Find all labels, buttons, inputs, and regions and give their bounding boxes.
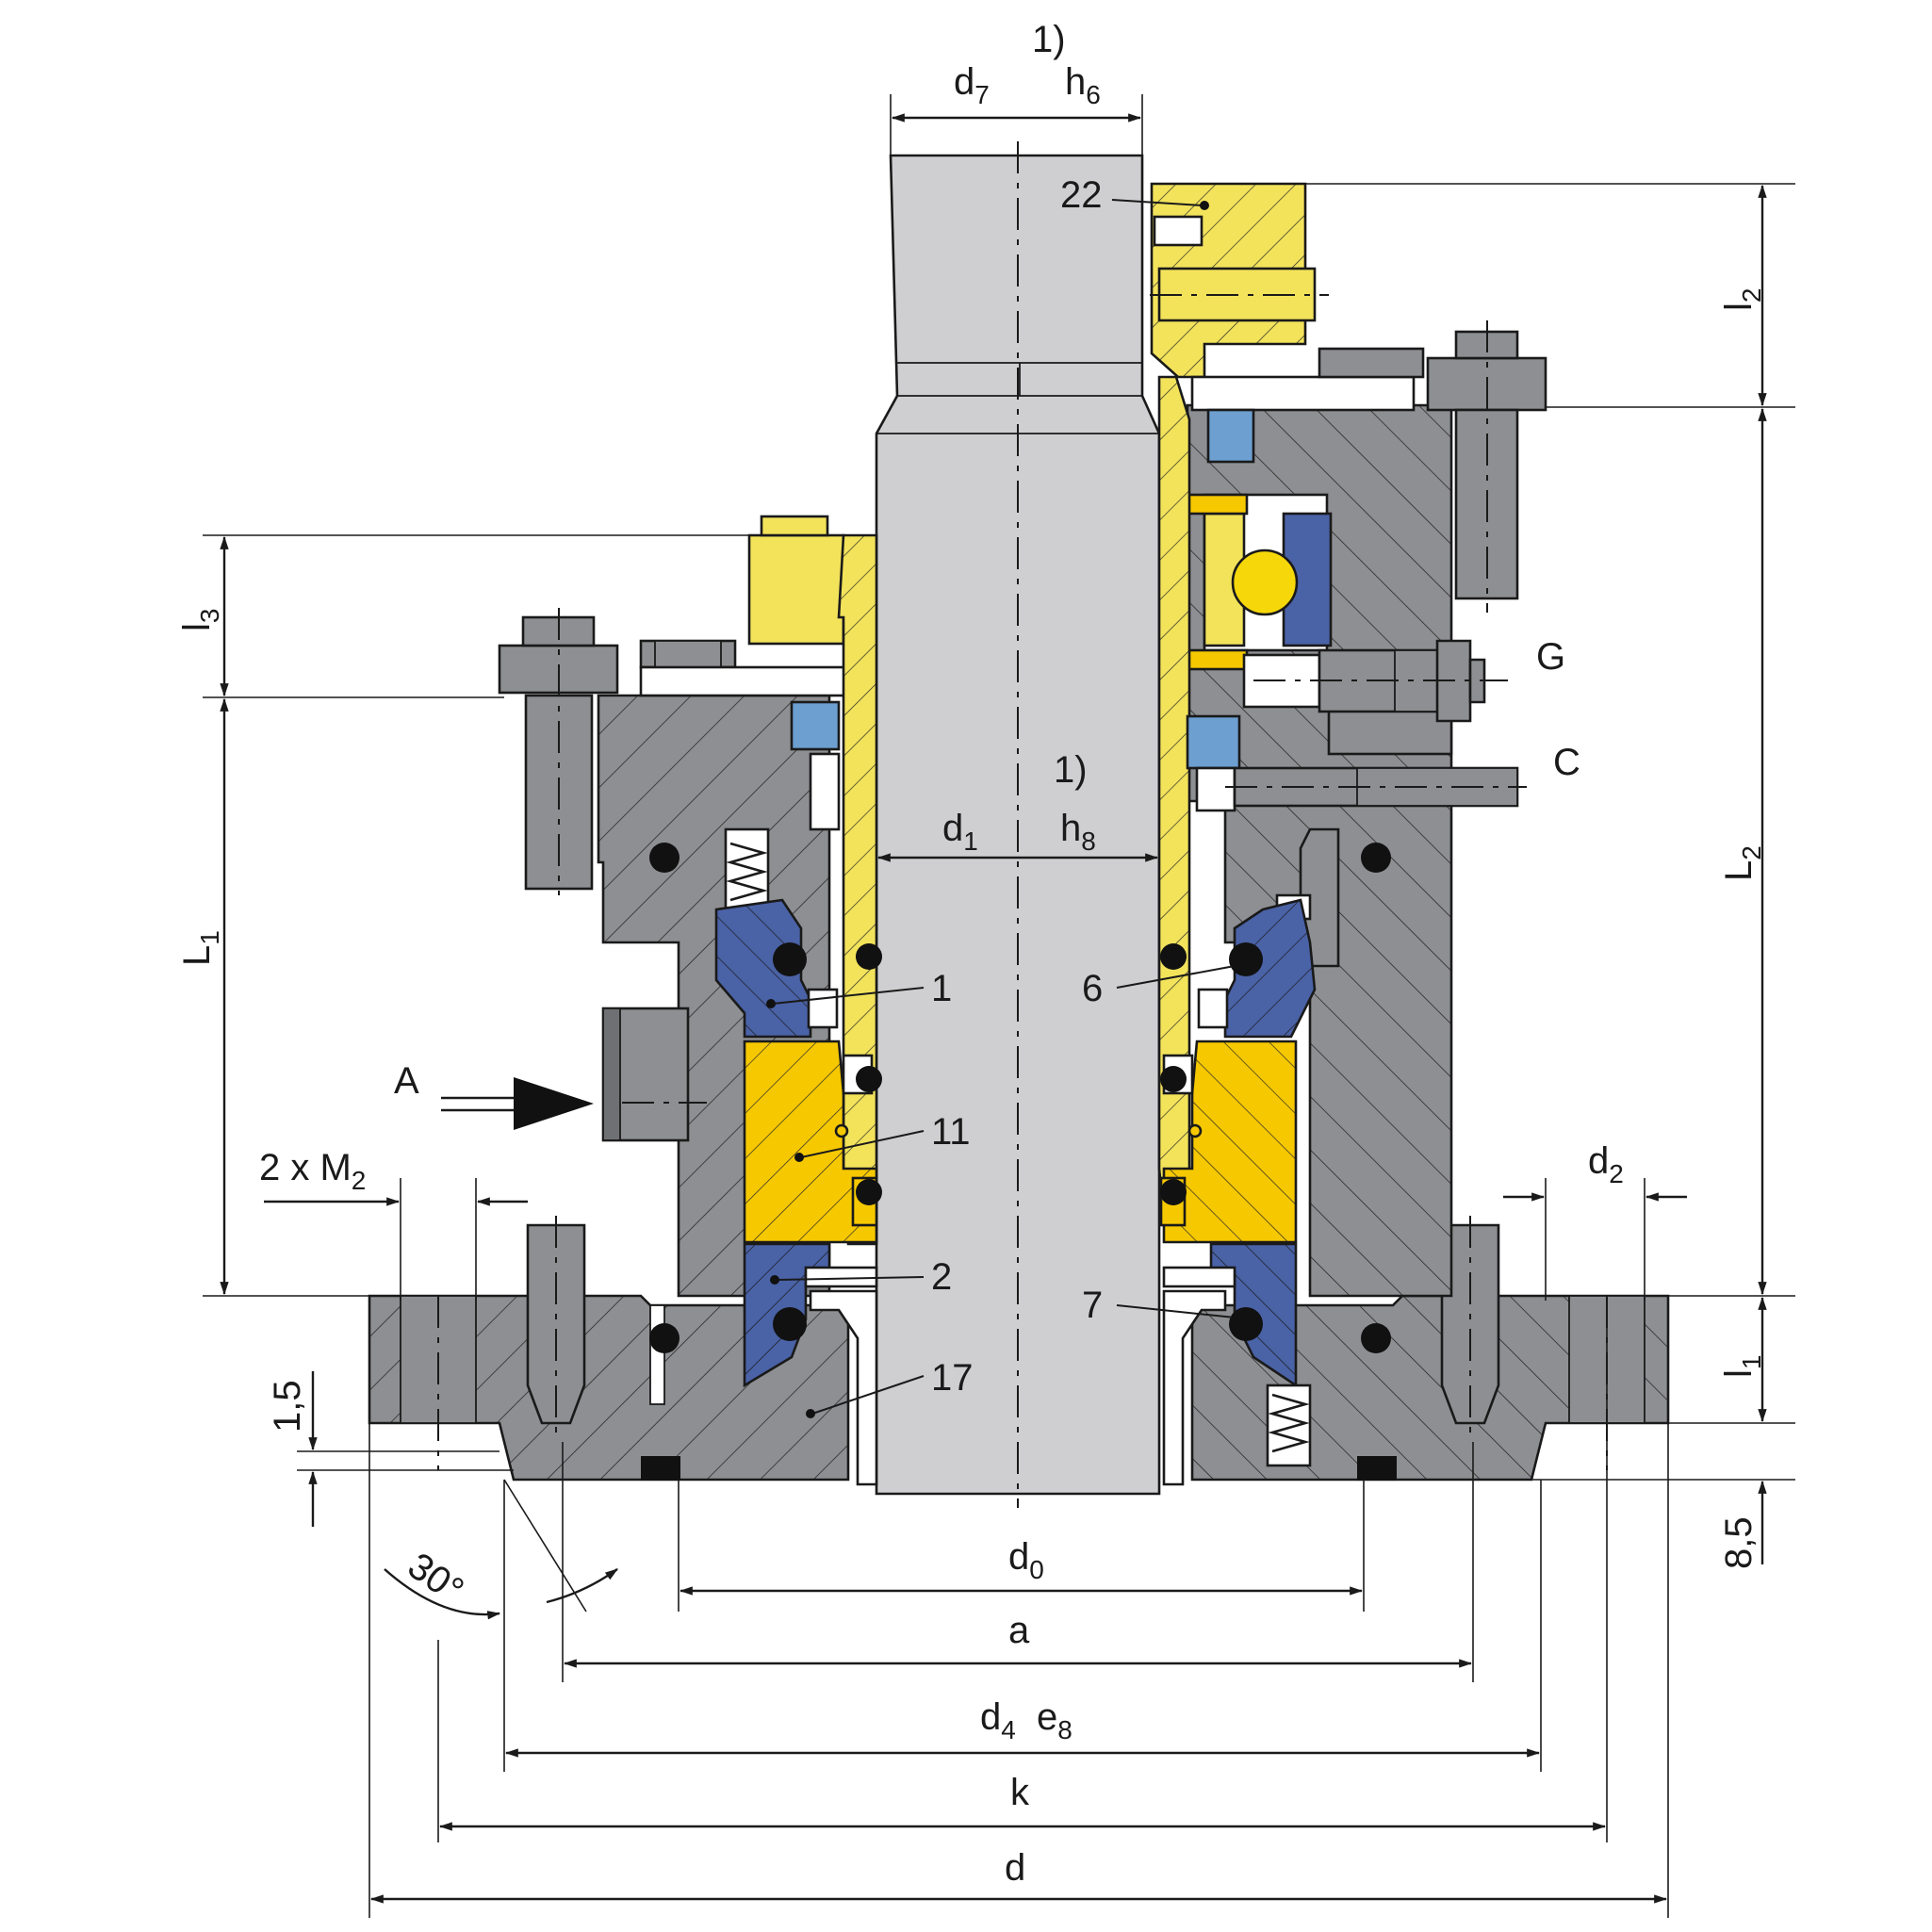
label-port-g: G xyxy=(1536,636,1565,678)
left-clamp-collar xyxy=(747,515,845,646)
flange-bolt-right xyxy=(1440,1223,1500,1425)
part-22: 22 xyxy=(1060,174,1103,216)
housing-oring-left-bottom xyxy=(649,1323,679,1353)
port-g-plug xyxy=(1242,639,1508,723)
label-l1-small: l1 xyxy=(1718,1355,1766,1378)
part-leaders xyxy=(766,199,1241,1418)
label-e8: e8 xyxy=(1037,1696,1072,1744)
right-lower-oring xyxy=(1229,1307,1263,1341)
label-d4: d4 xyxy=(980,1696,1016,1744)
part-7: 7 xyxy=(1082,1285,1103,1326)
left-oring xyxy=(773,942,807,976)
dimensions xyxy=(203,94,1795,1918)
left-gland-bolt xyxy=(498,608,619,895)
label-d: d xyxy=(1005,1847,1025,1889)
right-gland-plate xyxy=(1190,375,1416,412)
bottom-flange-left xyxy=(368,1216,850,1482)
part-17: 17 xyxy=(931,1357,974,1399)
housing-oring-left-top xyxy=(649,843,679,873)
part-1: 1 xyxy=(931,968,952,1009)
left-gasket xyxy=(790,700,841,751)
note-top: 1) xyxy=(1032,19,1066,60)
label-2xm2: 2 x M2 xyxy=(259,1147,366,1195)
label-port-c: C xyxy=(1553,742,1580,783)
label-d0: d0 xyxy=(1008,1536,1044,1584)
right-gland-nut xyxy=(1318,320,1547,613)
label-d2: d2 xyxy=(1588,1140,1624,1188)
right-spring xyxy=(1266,1384,1312,1467)
left-set-screw xyxy=(639,639,855,697)
label-d1: d1 xyxy=(942,808,978,856)
right-pin xyxy=(1187,1123,1203,1138)
label-30-degree: 30° xyxy=(401,1545,471,1612)
right-oring xyxy=(1229,942,1263,976)
housing-oring-right-bottom xyxy=(1361,1323,1391,1353)
label-L2: L2 xyxy=(1718,845,1766,881)
label-h8: h8 xyxy=(1060,808,1096,856)
left-pin-11 xyxy=(834,1123,849,1138)
left-lower-oring xyxy=(773,1307,807,1341)
housing-oring-right-top xyxy=(1361,843,1391,873)
label-a: a xyxy=(1008,1610,1030,1651)
label-h6: h6 xyxy=(1065,61,1101,109)
note-mid: 1) xyxy=(1054,749,1088,791)
part-6: 6 xyxy=(1082,968,1103,1009)
label-1-5: 1,5 xyxy=(267,1380,308,1433)
label-port-a: A xyxy=(394,1060,419,1102)
left-spring xyxy=(724,827,770,911)
port-a-arrow xyxy=(441,1077,594,1130)
label-l2-small: l2 xyxy=(1718,288,1766,311)
flange-gasket-right xyxy=(1357,1456,1397,1481)
right-drive-collar xyxy=(1150,182,1329,379)
left-seal-face xyxy=(743,1040,878,1244)
flange-gasket-left xyxy=(641,1456,680,1481)
label-L1: L1 xyxy=(176,930,224,966)
label-8-5: 8,5 xyxy=(1718,1516,1760,1569)
label-k: k xyxy=(1010,1772,1030,1813)
label-d7: d7 xyxy=(954,61,990,109)
right-bearing xyxy=(1184,493,1333,671)
part-2: 2 xyxy=(931,1256,952,1298)
port-c-plug xyxy=(1186,714,1527,812)
label-l3: l3 xyxy=(176,609,224,631)
drawing-labels: 1) d7 h6 22 1) d1 h8 l2 L2 l1 8,5 l3 L1 … xyxy=(176,19,1766,1889)
right-upper-gasket xyxy=(1206,408,1255,464)
part-11: 11 xyxy=(931,1111,971,1153)
flange-bolt-left xyxy=(526,1223,586,1425)
